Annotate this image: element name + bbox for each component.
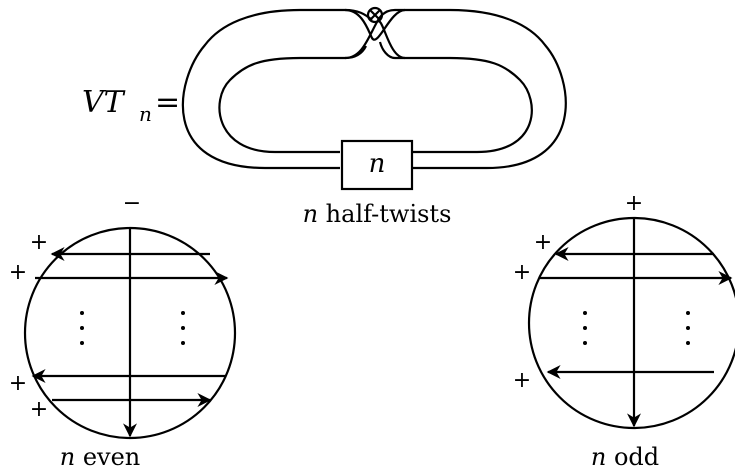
svg-text:n: n: [139, 102, 152, 126]
inner-band: [218, 45, 367, 154]
outer-band-right: [376, 8, 567, 170]
right-disc: [527, 216, 735, 430]
left-top-sign: −: [123, 191, 141, 216]
svg-text:VT: VT: [82, 85, 126, 120]
left-caption: n even: [60, 443, 141, 471]
right-disc-circle: [527, 216, 735, 430]
left-disc: [23, 226, 237, 440]
svg-text:=: =: [155, 85, 180, 120]
right-sign-3: +: [513, 368, 531, 393]
inner-band-right: [378, 41, 533, 154]
knot-caption: n half-twists: [303, 200, 452, 228]
left-ellipsis: [80, 311, 185, 345]
right-sign-1: +: [534, 230, 552, 255]
virtual-crossing-icon: [366, 6, 384, 24]
knot-diagram: [181, 6, 567, 191]
crossing-strand-b: [344, 8, 406, 41]
right-ellipsis: [583, 311, 690, 345]
left-sign-2: +: [9, 260, 27, 285]
right-sign-2: +: [513, 260, 531, 285]
twist-box-label: n: [369, 149, 386, 179]
twist-box: [340, 139, 414, 191]
right-top-sign: +: [625, 191, 643, 216]
left-sign-1: +: [30, 230, 48, 255]
knot-name-label: VT n =: [82, 85, 180, 126]
right-caption: n odd: [591, 443, 659, 471]
left-sign-3: +: [9, 371, 27, 396]
left-sign-4: +: [30, 397, 48, 422]
